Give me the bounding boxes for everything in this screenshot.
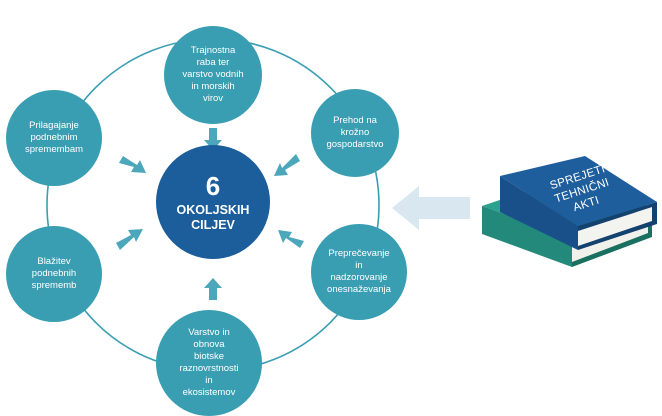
objective-biodiversity: Varstvo in obnova biotske raznovrstnosti…: [156, 310, 262, 416]
central-goal-number: 6: [205, 171, 221, 201]
objective-biodiversity-label: Varstvo in obnova biotske raznovrstnosti…: [179, 327, 239, 398]
objective-pollution-prevention-label: Preprečevanje in nadzorovanje onesnaževa…: [327, 248, 391, 295]
objective-pollution-prevention: Preprečevanje in nadzorovanje onesnaževa…: [311, 224, 407, 320]
objective-climate-mitigation: Blažitev podnebnih sprememb: [6, 226, 102, 322]
objective-climate-adaptation-label: Prilagajanje podnebnim spremembam: [24, 120, 84, 155]
central-goal-label: OKOLJSKIH CILJEV: [176, 203, 250, 232]
objective-climate-mitigation-label: Blažitev podnebnih sprememb: [31, 256, 77, 291]
book-to-diagram-arrow: [392, 186, 470, 230]
arrow-bottomright-to-center: [278, 230, 304, 248]
arrow-topleft-to-center: [119, 156, 146, 173]
objective-water-marine-label: Trajnostna raba ter varstvo vodnih in mo…: [182, 45, 244, 104]
objective-water-marine: Trajnostna raba ter varstvo vodnih in mo…: [164, 26, 262, 124]
objective-climate-adaptation: Prilagajanje podnebnim spremembam: [6, 90, 102, 186]
arrow-top-to-center: [204, 128, 222, 150]
arrow-bottomleft-to-center: [116, 229, 143, 250]
book-stack-icon: [482, 156, 657, 267]
objective-circular-economy-label: Prehod na krožno gospodarstvo: [326, 115, 384, 150]
objective-circular-economy: Prehod na krožno gospodarstvo: [311, 89, 399, 177]
arrow-bottom-to-center: [204, 278, 222, 300]
arrow-topright-to-center: [274, 154, 300, 176]
central-goal-circle: 6 OKOLJSKIH CILJEV: [156, 145, 270, 259]
